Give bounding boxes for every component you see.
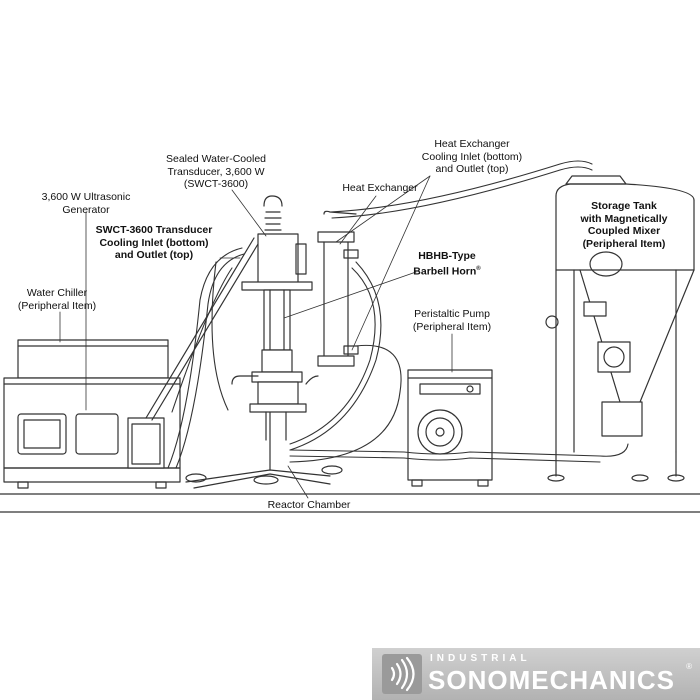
brand-banner: INDUSTRIAL SONOMECHANICS ® <box>372 648 700 700</box>
leader-lines <box>59 175 453 499</box>
label-heat-exchanger: Heat Exchanger <box>342 182 418 194</box>
floor-lines <box>0 493 700 513</box>
transducer-assembly <box>231 195 319 441</box>
brand-registered-mark: ® <box>686 662 692 671</box>
label-peristaltic-pump: Peristaltic Pump (Peripheral Item) <box>412 308 492 333</box>
sound-wave-logo-icon <box>382 654 422 694</box>
hoses <box>167 160 629 469</box>
heat-exchanger <box>317 210 359 367</box>
label-transducer-cooling: SWCT-3600 Transducer Cooling Inlet (bott… <box>95 224 213 261</box>
label-water-chiller: Water Chiller (Peripheral Item) <box>17 287 97 312</box>
brand-line-industrial: INDUSTRIAL <box>430 653 531 664</box>
storage-tank <box>545 175 695 482</box>
registered-mark: ® <box>476 265 481 272</box>
reactor-stand <box>185 399 343 489</box>
label-ultrasonic-generator: 3,600 W Ultrasonic Generator <box>41 191 131 216</box>
label-heat-exchanger-cooling: Heat Exchanger Cooling Inlet (bottom) an… <box>421 138 523 175</box>
brand-name: SONOMECHANICS <box>428 665 676 695</box>
ultrasonic-generator <box>127 237 259 469</box>
label-transducer: Sealed Water-Cooled Transducer, 3,600 W … <box>166 153 266 190</box>
label-reactor-chamber: Reactor Chamber <box>267 499 351 511</box>
label-storage-tank: Storage Tank with Magnetically Coupled M… <box>580 200 668 250</box>
label-barbell-horn: HBHB-Type Barbell Horn® <box>413 250 481 277</box>
peristaltic-pump <box>407 369 493 487</box>
